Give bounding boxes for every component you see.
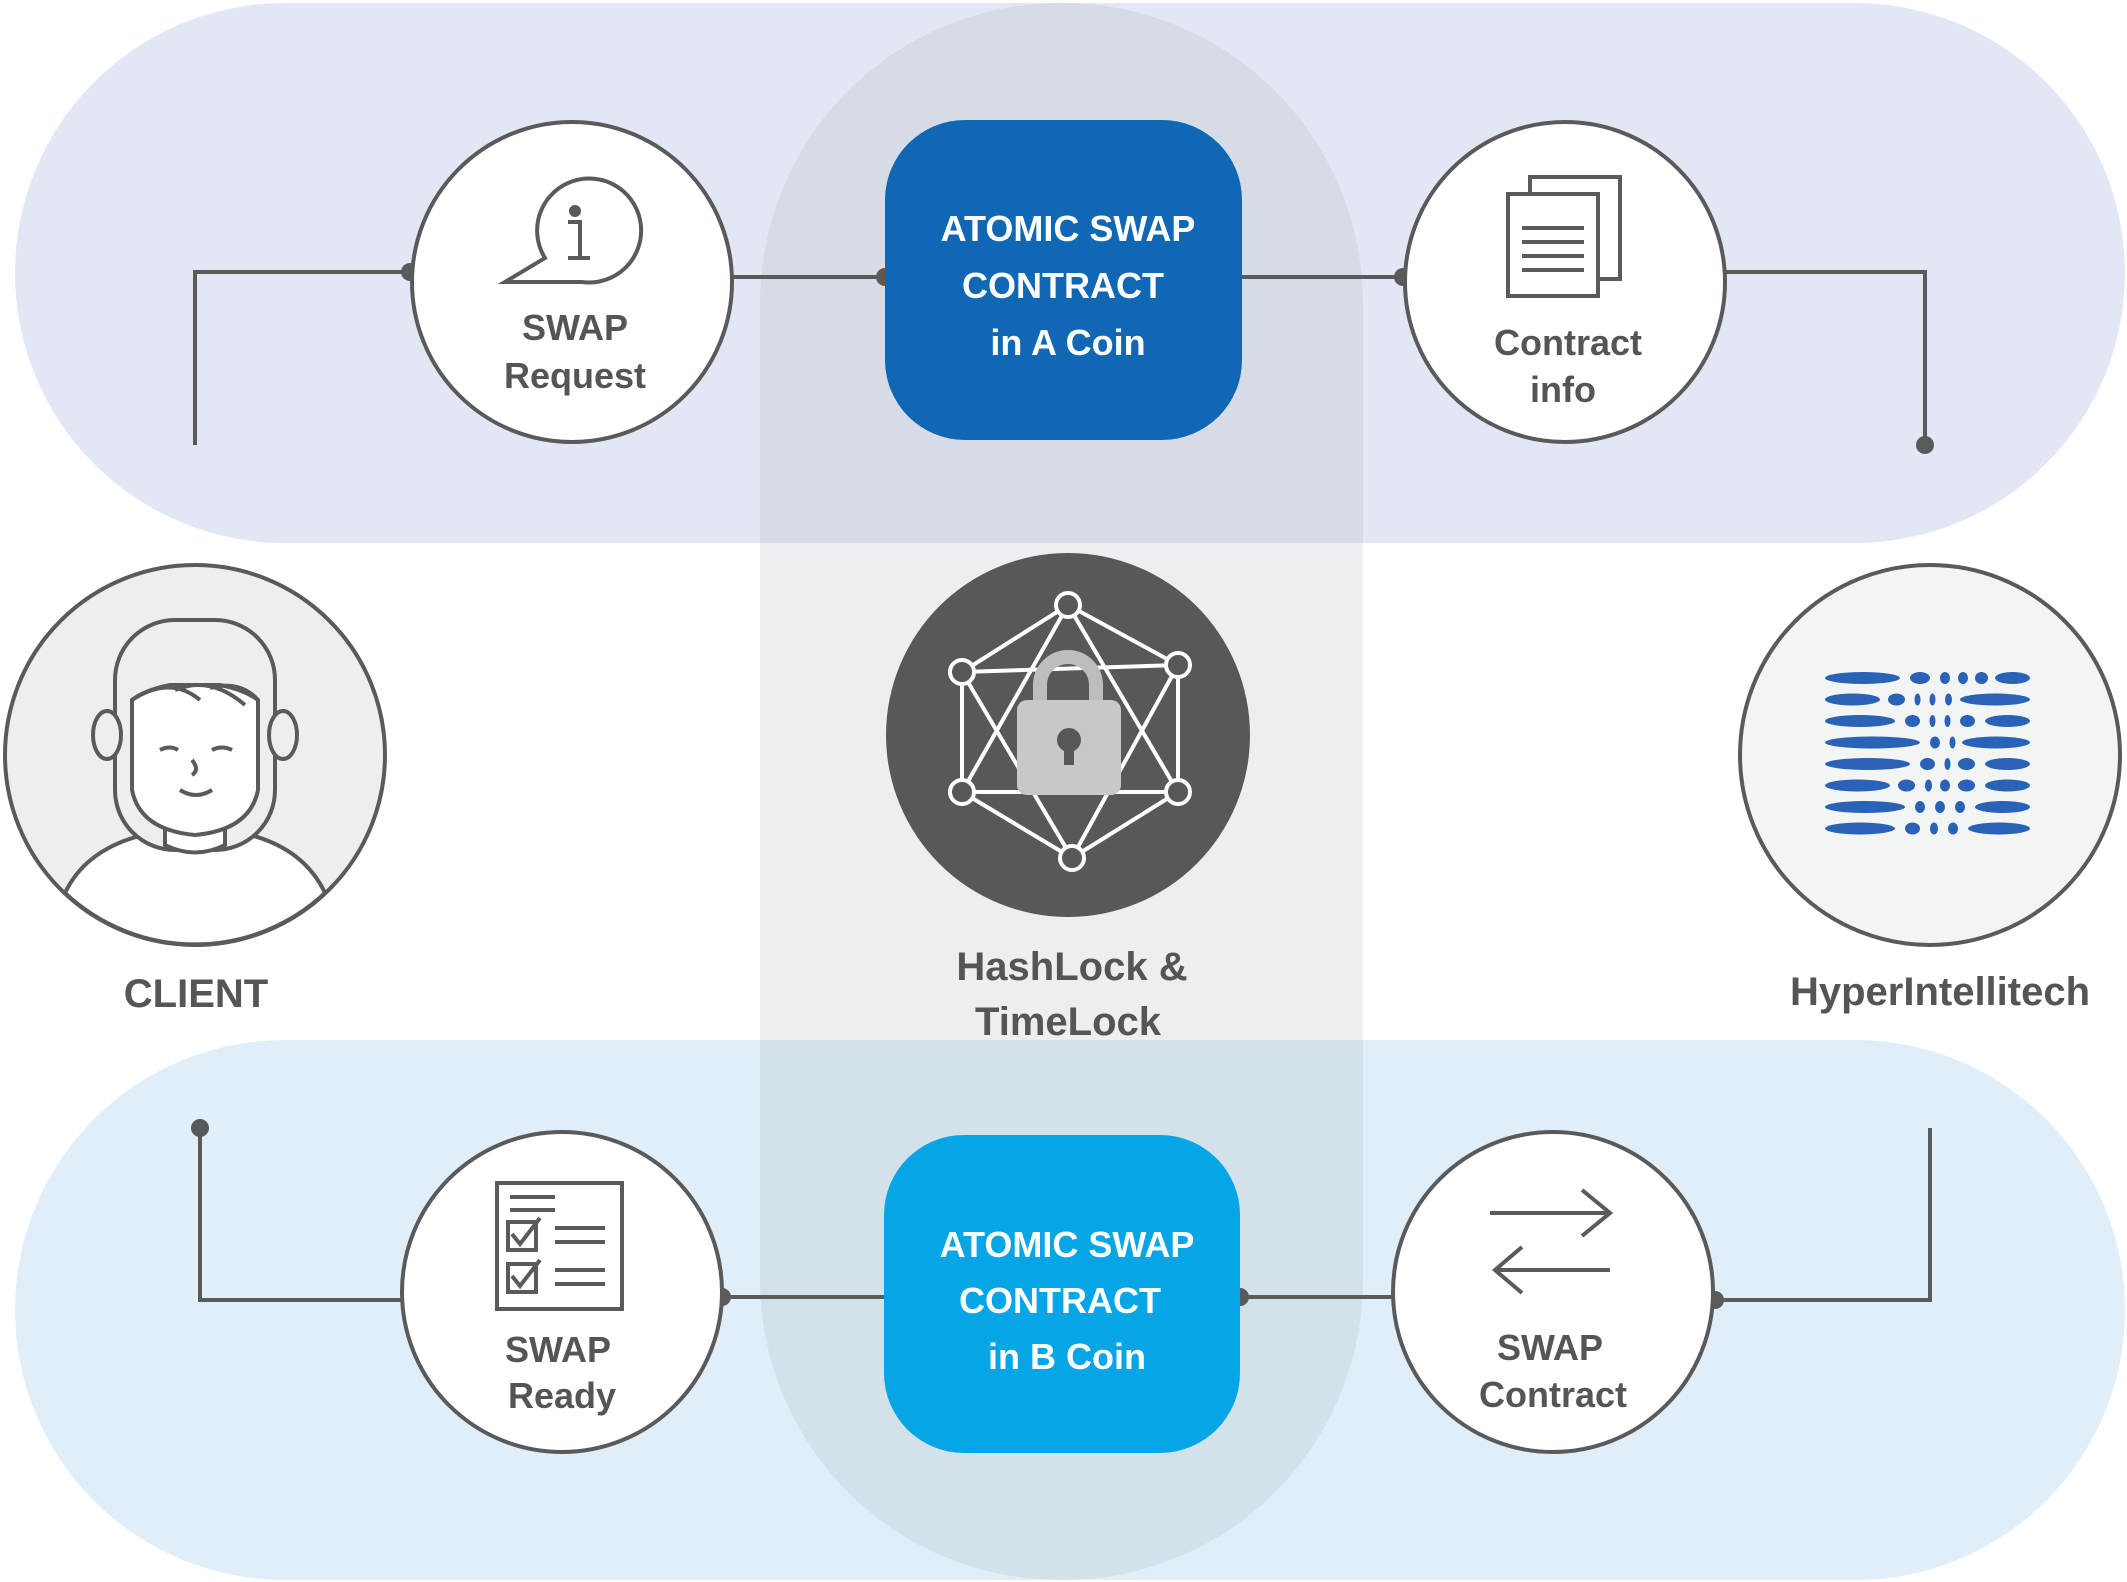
info-chat-icon bbox=[497, 176, 644, 285]
contract-a-line3: in A Coin bbox=[990, 322, 1145, 363]
logo-bar-segment bbox=[1962, 736, 2030, 749]
logo-bar-segment bbox=[1968, 822, 2030, 835]
logo-bar-segment bbox=[1905, 715, 1920, 727]
logo-bar-segment bbox=[1985, 758, 2030, 770]
swap-ready-node: SWAP Ready bbox=[400, 1130, 724, 1454]
logo-bar-segment bbox=[1910, 672, 1930, 684]
contract-b-line3: in B Coin bbox=[988, 1336, 1146, 1377]
logo-bar-segment bbox=[1960, 715, 1975, 727]
client-label: CLIENT bbox=[124, 972, 268, 1016]
logo-bar-segment bbox=[1975, 672, 1988, 684]
logo-bar-segment bbox=[1958, 758, 1975, 770]
logo-bar-segment bbox=[1930, 736, 1940, 749]
logo-bar-segment bbox=[1825, 779, 1890, 792]
logo-bar-segment bbox=[1888, 693, 1905, 706]
logo-bar-segment bbox=[1915, 801, 1925, 813]
logo-bar-segment bbox=[1920, 758, 1935, 770]
logo-bar-segment bbox=[1940, 779, 1950, 792]
logo-bar-segment bbox=[1995, 672, 2030, 684]
contract-info-line1: Contract bbox=[1494, 322, 1642, 363]
hashlock-line1: HashLock & bbox=[956, 945, 1187, 989]
contract-b-node: ATOMIC SWAP CONTRACT in B Coin bbox=[884, 1135, 1240, 1453]
hashlock-node: HashLock & TimeLock bbox=[886, 553, 1250, 1044]
logo-bar-segment bbox=[1898, 779, 1915, 792]
logo-bar-segment bbox=[1929, 693, 1936, 706]
swap-request-node: SWAP Request bbox=[410, 120, 734, 444]
logo-bar-segment bbox=[1905, 822, 1920, 835]
contract-b-line1: ATOMIC SWAP bbox=[940, 1224, 1195, 1265]
logo-bar-segment bbox=[1930, 822, 1938, 835]
logo-bar-segment bbox=[1940, 672, 1950, 684]
logo-bar-segment bbox=[1958, 672, 1968, 684]
contract-b-line2: CONTRACT bbox=[959, 1280, 1161, 1321]
swap-request-line2: Request bbox=[504, 355, 646, 396]
logo-bar-segment bbox=[1975, 801, 2030, 813]
logo-bar-segment bbox=[1925, 779, 1932, 792]
padlock-icon bbox=[1017, 650, 1121, 795]
contract-info-node: Contract info bbox=[1403, 120, 1727, 444]
swap-contract-line1: SWAP bbox=[1497, 1327, 1603, 1368]
swap-request-line1: SWAP bbox=[522, 307, 628, 348]
logo-bar-segment bbox=[1955, 801, 1965, 813]
logo-bar-segment bbox=[1958, 779, 1975, 792]
logo-bar-segment bbox=[1945, 693, 1952, 706]
provider-actor: HyperIntellitech bbox=[1738, 563, 2122, 1014]
network-lock-icon bbox=[948, 591, 1192, 872]
checklist-icon bbox=[495, 1181, 624, 1311]
swap-contract-node: SWAP Contract bbox=[1391, 1130, 1715, 1454]
swap-arrows-icon bbox=[1490, 1188, 1614, 1295]
hashlock-line2: TimeLock bbox=[975, 1000, 1162, 1044]
logo-bar-segment bbox=[1948, 822, 1958, 835]
person-icon bbox=[62, 618, 328, 947]
contract-a-node: ATOMIC SWAP CONTRACT in A Coin bbox=[885, 120, 1242, 440]
logo-bar-segment bbox=[1944, 715, 1951, 727]
logo-bar-segment bbox=[1929, 715, 1936, 727]
logo-bar-segment bbox=[1825, 736, 1920, 749]
logo-bar-segment bbox=[1825, 693, 1880, 706]
logo-bar-segment bbox=[1960, 693, 2030, 706]
contract-a-line1: ATOMIC SWAP bbox=[941, 208, 1196, 249]
swap-contract-line2: Contract bbox=[1479, 1374, 1627, 1415]
logo-bar-segment bbox=[1949, 736, 1956, 749]
logo-bar-segment bbox=[1825, 672, 1900, 684]
client-actor: CLIENT bbox=[3, 563, 387, 1016]
swap-ready-line2: Ready bbox=[508, 1375, 616, 1416]
logo-bar-segment bbox=[1985, 779, 2030, 792]
contract-a-line2: CONTRACT bbox=[962, 265, 1164, 306]
logo-bar-segment bbox=[1825, 822, 1895, 835]
contract-info-line2: info bbox=[1530, 369, 1596, 410]
logo-bar-segment bbox=[1944, 758, 1951, 770]
logo-bar-segment bbox=[1825, 801, 1905, 813]
swap-ready-line1: SWAP bbox=[505, 1329, 611, 1370]
logo-bar-segment bbox=[1825, 758, 1910, 770]
logo-bar-segment bbox=[1825, 715, 1895, 727]
connector-lines bbox=[193, 270, 1932, 1302]
logo-bar-segment bbox=[1985, 715, 2030, 727]
logo-bar-segment bbox=[1914, 693, 1921, 706]
provider-label: HyperIntellitech bbox=[1790, 970, 2090, 1014]
hyperintellitech-logo bbox=[1825, 672, 2030, 835]
logo-bar-segment bbox=[1935, 801, 1945, 813]
documents-icon bbox=[1506, 175, 1622, 298]
